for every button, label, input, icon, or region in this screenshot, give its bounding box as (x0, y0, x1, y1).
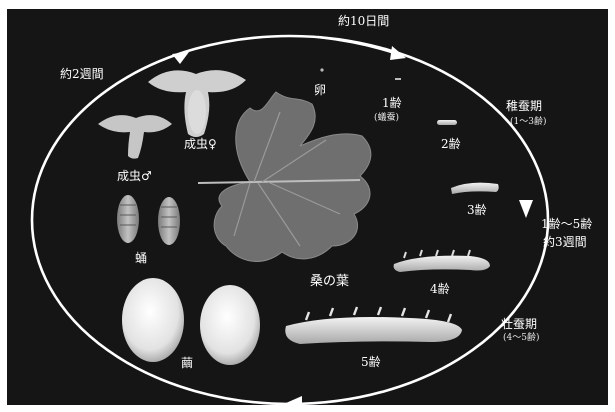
larva-duration-label: 約3週間 (543, 236, 587, 248)
top-arrow-head (390, 46, 406, 60)
cocoon-label: 繭 (181, 357, 193, 369)
cocoon-image-2 (200, 285, 260, 365)
egg-image (320, 68, 323, 71)
adult-male-label: 成虫♂ (117, 170, 152, 182)
instar3-label: 3齢 (467, 204, 487, 216)
instar1-larva-image (395, 78, 401, 80)
top-arrow (318, 37, 398, 54)
upper-left-arrow-head (172, 52, 189, 64)
larva-span-label: 1齢〜5齢 (541, 218, 592, 230)
young-period-label: 稚蚕期 (506, 100, 542, 112)
instar1-label: 1齢 (382, 97, 402, 109)
top-duration-label: 約10日間 (338, 15, 389, 27)
instar4-larva-image (394, 250, 490, 272)
left-duration-label: 約2週間 (60, 68, 104, 80)
young-period-sub-label: (1〜3齢) (510, 118, 546, 127)
egg-label: 卵 (314, 84, 326, 96)
instar2-label: 2齢 (441, 138, 461, 150)
cocoon-image-1 (122, 278, 184, 362)
pupa-label: 蛹 (135, 252, 147, 264)
instar2-larva-image (437, 120, 457, 125)
instar1-sub-label: (蟻蚕) (374, 114, 399, 123)
moth-male-image (98, 115, 172, 159)
instar3-larva-image (451, 183, 499, 194)
mulberry-leaf-label: 桑の葉 (310, 275, 349, 288)
instar5-label: 5齢 (361, 356, 381, 368)
pupa-image-1 (117, 195, 139, 243)
late-period-sub-label: (4〜5齢) (503, 334, 539, 343)
mulberry-leaf-image (198, 92, 371, 261)
late-period-label: 壮蚕期 (501, 318, 537, 330)
instar5-larva-image (285, 307, 462, 344)
adult-female-label: 成虫♀ (184, 138, 217, 150)
instar4-label: 4齢 (430, 283, 450, 295)
right-arrow-head (519, 200, 533, 218)
bottom-arrow-head (286, 396, 302, 410)
pupa-image-2 (158, 197, 180, 245)
